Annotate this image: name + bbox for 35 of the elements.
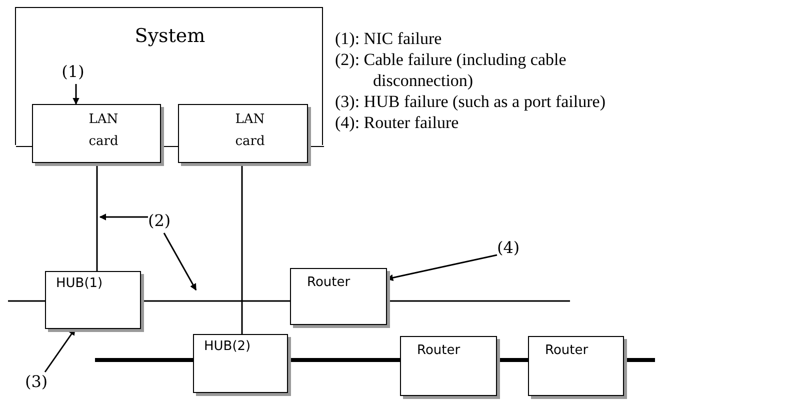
box-label: LAN card	[88, 111, 118, 151]
cable-line	[241, 163, 243, 334]
router-box	[290, 268, 387, 325]
router-box	[400, 336, 497, 396]
group-title: System	[134, 25, 206, 47]
note-text: (3): HUB failure (such as a port failure)	[335, 91, 606, 112]
hub-box	[45, 271, 141, 329]
box-label: Router	[306, 274, 350, 290]
network-line	[95, 358, 193, 362]
callout-number: (3)	[25, 372, 55, 394]
router-box	[528, 336, 624, 396]
note-text: (1): NIC failure	[335, 28, 443, 49]
box-label: HUB(1)	[55, 275, 103, 291]
box-label: LAN card	[234, 111, 265, 151]
note-text: (2): Cable failure (including cable disconnection)	[335, 49, 568, 91]
hub-box	[193, 334, 288, 393]
cable-line	[96, 163, 98, 271]
network-line	[141, 300, 290, 302]
box-label: Router	[544, 342, 588, 358]
leader-arrow	[163, 232, 197, 291]
callout-number: (4)	[497, 238, 527, 260]
cable-line	[387, 300, 570, 302]
box-label: HUB(2)	[203, 338, 251, 354]
lan-card-box	[32, 104, 161, 163]
callout-number: (2)	[148, 211, 178, 233]
network-line	[288, 358, 400, 362]
network-line	[624, 358, 655, 362]
network-line	[497, 358, 528, 362]
leader-arrow	[99, 214, 148, 220]
cable-line	[8, 300, 45, 302]
note-text: (4): Router failure	[335, 112, 460, 133]
callout-number: (1)	[58, 62, 88, 84]
box-label: Router	[416, 342, 460, 358]
lan-card-box	[178, 104, 308, 163]
leader-arrow	[72, 84, 80, 105]
